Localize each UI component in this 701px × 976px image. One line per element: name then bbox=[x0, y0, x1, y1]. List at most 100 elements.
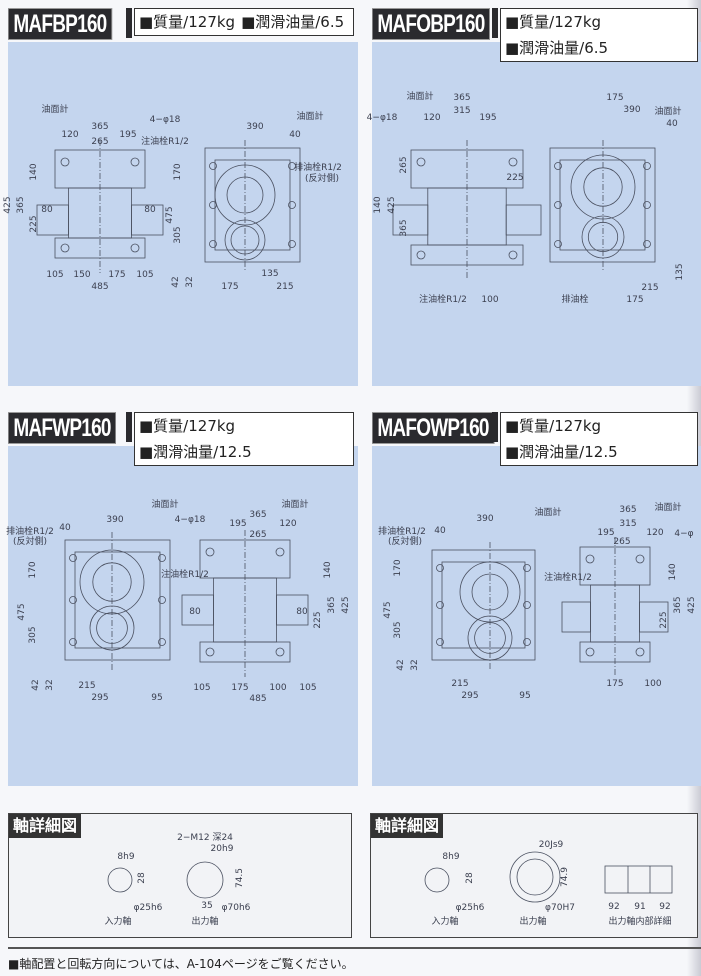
dimension-label: φ25h6 bbox=[133, 903, 163, 913]
dimension-label: 95 bbox=[151, 693, 163, 703]
dimension-label: 120 bbox=[646, 528, 664, 538]
dimension-label: φ70H7 bbox=[545, 903, 575, 913]
dimension-label: 175 bbox=[108, 270, 126, 280]
model-title: MAFBP160 bbox=[8, 8, 112, 40]
dimension-label: 92 bbox=[608, 902, 620, 912]
dimension-label: 265 bbox=[399, 156, 409, 174]
dimension-label: 195 bbox=[479, 113, 497, 123]
dimension-label: 40 bbox=[289, 130, 301, 140]
dimension-label: 8h9 bbox=[117, 852, 135, 862]
dimension-label: 91 bbox=[634, 902, 646, 912]
dimension-label: 100 bbox=[644, 679, 662, 689]
dimension-label: 475 bbox=[383, 601, 393, 619]
weight-spec: ■質量/127kg bbox=[139, 13, 236, 31]
footer-note: ■軸配置と回転方向については、A-104ページをご覧ください。 bbox=[8, 957, 354, 971]
dimension-label: 8h9 bbox=[442, 852, 460, 862]
dimension-label: 4−φ bbox=[674, 529, 694, 539]
model-title: MAFOBP160 bbox=[372, 8, 490, 40]
dimension-label: 175 bbox=[221, 282, 239, 292]
dimension-label: 225 bbox=[313, 611, 323, 629]
dimension-label: φ25h6 bbox=[455, 903, 485, 913]
dimension-label: 80 bbox=[296, 607, 308, 617]
dimension-label: 485 bbox=[249, 694, 267, 704]
dimension-label: 74.5 bbox=[235, 867, 245, 889]
dimension-label: 140 bbox=[668, 563, 678, 581]
dimension-label: 排油栓R1/2 bbox=[294, 163, 342, 173]
dimension-label: 120 bbox=[61, 130, 79, 140]
dimension-label: 42 bbox=[31, 679, 41, 691]
dimension-label: 305 bbox=[393, 621, 403, 639]
dimension-label: 425 bbox=[687, 596, 697, 614]
dimension-label: 225 bbox=[506, 173, 524, 183]
dimension-label: 135 bbox=[675, 263, 685, 281]
shaft-detail-title: 軸詳細図 bbox=[9, 814, 82, 838]
dimension-label: 215 bbox=[641, 283, 659, 293]
dimension-label: 390 bbox=[623, 105, 641, 115]
dimension-label: 40 bbox=[666, 119, 678, 129]
shaft-detail-title: 軸詳細図 bbox=[371, 814, 444, 838]
dimension-label: 排油栓 bbox=[561, 295, 589, 305]
dimension-label: 入力軸 bbox=[104, 917, 132, 927]
dimension-label: 425 bbox=[387, 196, 397, 214]
dimension-label: 225 bbox=[29, 215, 39, 233]
dimension-label: 175 bbox=[606, 679, 624, 689]
dimension-label: 195 bbox=[597, 528, 615, 538]
drawing-panel-mafbp160 bbox=[8, 42, 358, 386]
dimension-label: 265 bbox=[613, 537, 631, 547]
dimension-label: 305 bbox=[173, 226, 183, 244]
dimension-label: 注油栓R1/2 bbox=[419, 295, 467, 305]
dimension-label: 365 bbox=[16, 196, 26, 214]
dimension-label: (反対側) bbox=[12, 537, 48, 547]
dimension-label: 105 bbox=[299, 683, 317, 693]
dimension-label: 入力軸 bbox=[431, 917, 459, 927]
dimension-label: 170 bbox=[173, 163, 183, 181]
model-title: MAFWP160 bbox=[8, 412, 117, 444]
dimension-label: (反対側) bbox=[304, 174, 340, 184]
title-separator bbox=[492, 412, 498, 442]
dimension-label: 265 bbox=[249, 530, 267, 540]
dimension-label: 475 bbox=[17, 603, 27, 621]
dimension-label: 365 bbox=[399, 219, 409, 237]
dimension-label: 28 bbox=[137, 872, 147, 884]
dimension-label: 120 bbox=[279, 519, 297, 529]
spec-box: ■質量/127kg■潤滑油量/6.5 bbox=[500, 8, 698, 62]
dimension-label: 排油栓R1/2 bbox=[378, 527, 426, 537]
dimension-label: 32 bbox=[410, 659, 420, 671]
dimension-label: 425 bbox=[3, 196, 13, 214]
dimension-label: 出力軸 bbox=[519, 917, 547, 927]
dimension-label: 100 bbox=[481, 295, 499, 305]
dimension-label: 油面計 bbox=[406, 92, 434, 102]
dimension-label: 80 bbox=[189, 607, 201, 617]
dimension-label: 出力軸内部詳細 bbox=[608, 917, 672, 927]
dimension-label: φ70h6 bbox=[221, 903, 251, 913]
dimension-label: 4−φ18 bbox=[366, 113, 398, 123]
oil-spec: ■潤滑油量/12.5 bbox=[139, 443, 252, 461]
spec-box: ■質量/127kg■潤滑油量/12.5 bbox=[134, 412, 354, 466]
title-separator bbox=[126, 412, 132, 442]
dimension-label: 42 bbox=[171, 276, 181, 288]
dimension-label: 135 bbox=[261, 269, 279, 279]
dimension-label: 注油栓R1/2 bbox=[141, 137, 189, 147]
dimension-label: 出力軸 bbox=[191, 917, 219, 927]
dimension-label: 315 bbox=[619, 519, 637, 529]
dimension-label: 20Js9 bbox=[538, 840, 564, 850]
dimension-label: 100 bbox=[269, 683, 287, 693]
dimension-label: 油面計 bbox=[654, 107, 682, 117]
dimension-label: 105 bbox=[46, 270, 64, 280]
dimension-label: 225 bbox=[659, 611, 669, 629]
dimension-label: 4−φ18 bbox=[174, 515, 206, 525]
footer-rule bbox=[8, 947, 701, 949]
spec-box: ■質量/127kg■潤滑油量/12.5 bbox=[500, 412, 698, 466]
dimension-label: 475 bbox=[165, 206, 175, 224]
dimension-label: 105 bbox=[193, 683, 211, 693]
spec-box: ■質量/127kg ■潤滑油量/6.5 bbox=[134, 8, 354, 36]
dimension-label: 150 bbox=[73, 270, 91, 280]
dimension-label: 105 bbox=[136, 270, 154, 280]
dimension-label: 20h9 bbox=[210, 844, 234, 854]
dimension-label: (反対側) bbox=[387, 537, 423, 547]
title-separator bbox=[492, 8, 498, 38]
dimension-label: 170 bbox=[28, 561, 38, 579]
oil-spec: ■潤滑油量/6.5 bbox=[241, 13, 345, 31]
dimension-label: 265 bbox=[91, 137, 109, 147]
